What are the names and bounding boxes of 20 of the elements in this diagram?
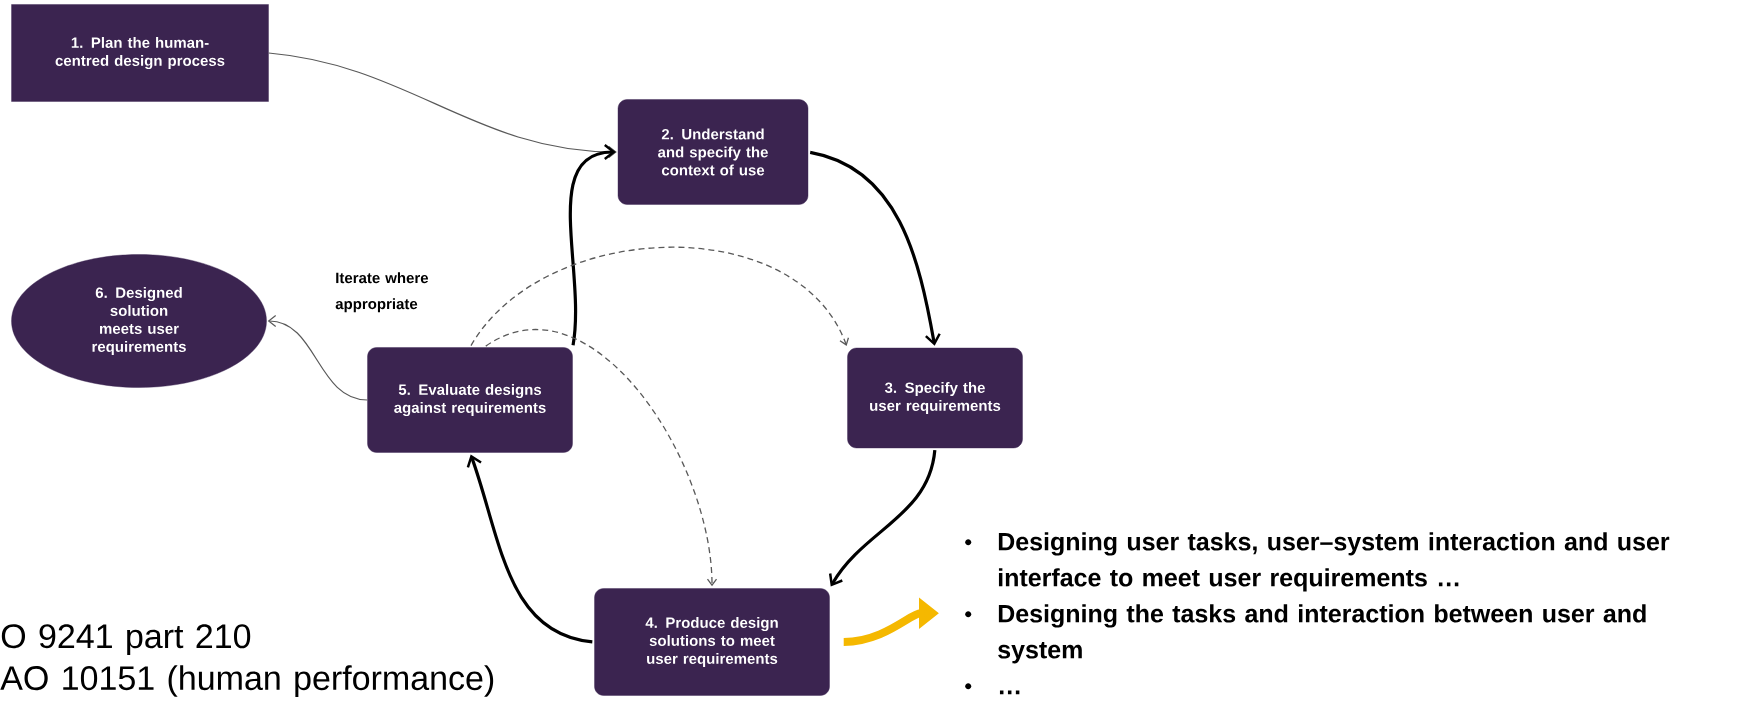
arrow [809,150,941,346]
node-label: Designing user tasks, user–system interaction and user interface to meet user requirements … [998,532,1670,592]
arrow [828,449,937,587]
dashed-arrow [485,328,718,587]
note-text: Iterate where appropriate [335,272,429,313]
reference-text: AO 10151 (human performance) [0,665,494,697]
arrow [466,454,593,644]
node-label: Designing the tasks and interaction between user and system [998,604,1646,664]
process-box: 2. Understand and specify the context of use [617,99,809,205]
dashed-arrow [470,246,850,347]
arrow [568,144,616,346]
process-box: 4. Produce design solutions to meet user requirements [594,588,830,696]
process-box: 3. Specify the user requirements [847,347,1023,449]
bullet-list: Designing user tasks, user–system interaction and user interface to meet user requirements … Designing the tasks and interaction between user and system … [965,532,1670,695]
reference-text: O 9241 part 210 [1,624,251,655]
arrow [267,314,368,401]
process-box: 5. Evaluate designs against requirements [367,347,573,453]
process-box: 1. Plan the human-centred design process [11,4,269,102]
node-label: … [999,690,1020,695]
arrow [268,52,617,159]
